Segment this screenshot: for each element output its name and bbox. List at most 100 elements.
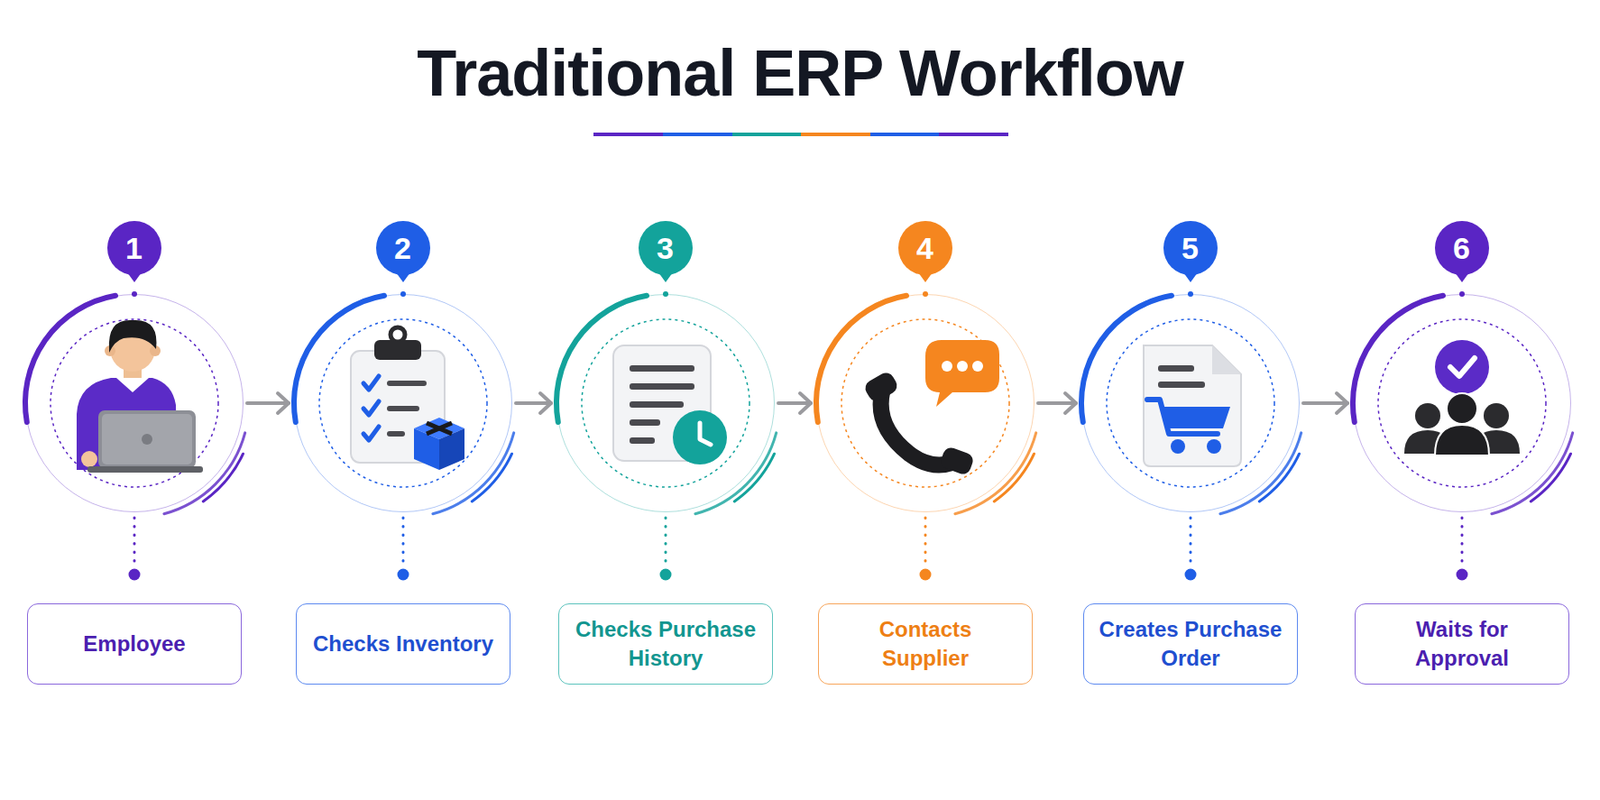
connector (1303, 393, 1348, 414)
person-body (1434, 424, 1490, 456)
collar (116, 377, 149, 393)
step-label: Checks Inventory (312, 629, 494, 659)
step-label-box: Waits for Approval (1354, 603, 1570, 685)
laptop-logo (141, 433, 153, 445)
check-mark (363, 376, 379, 390)
phone-mouthpiece (938, 445, 975, 477)
arrow-head (277, 393, 289, 414)
arrow-head (1336, 393, 1348, 414)
person-head (1415, 403, 1441, 429)
connector (1038, 393, 1076, 414)
check-mark (363, 401, 379, 415)
inventory-icon (350, 327, 465, 470)
text-line (629, 383, 695, 390)
step-label: Employee (82, 629, 185, 659)
chat-dot (972, 360, 984, 372)
check-mark (363, 426, 379, 441)
connector (778, 393, 811, 414)
cart-wheel (1170, 439, 1186, 454)
step-label: Waits for Approval (1384, 615, 1540, 673)
connector (397, 517, 410, 581)
list-line (386, 431, 405, 437)
chat-dot (956, 360, 968, 372)
approval-badge (1434, 340, 1490, 395)
person-head (1446, 393, 1478, 424)
step-label-box: Creates Purchase Order (1083, 603, 1298, 685)
flow-arrow-line (1038, 401, 1076, 405)
step-ring (25, 272, 246, 515)
dotted-leader (1461, 517, 1464, 562)
approval-check (1450, 358, 1475, 377)
underline-segment (732, 132, 801, 137)
laptop-lid (98, 410, 196, 469)
step-label-box: Contacts Supplier (818, 603, 1033, 685)
title-underline (593, 132, 1009, 137)
document (1143, 345, 1242, 467)
underline-segment (662, 132, 733, 137)
clock-face (672, 410, 727, 465)
step-number: 4 (898, 220, 953, 276)
hand (81, 450, 98, 468)
clock-hands (699, 422, 711, 445)
step-label-box: Employee (27, 603, 242, 685)
step-circle: 6 (1352, 294, 1572, 513)
laptop-lid-face (101, 413, 193, 465)
text-line (629, 401, 684, 408)
step-label-box: Checks Inventory (295, 603, 511, 685)
history-icon (613, 345, 727, 465)
dotted-leader (664, 517, 668, 562)
connector (660, 517, 672, 581)
underline-segment (800, 132, 871, 137)
step-number: 1 (107, 220, 162, 276)
connector (247, 393, 289, 414)
dotted-leader (924, 517, 928, 562)
step-ring (556, 272, 777, 515)
diagram-title: Traditional ERP Workflow (0, 34, 1600, 112)
flow-arrow-line (247, 401, 289, 405)
phone-handset (881, 392, 953, 465)
box-tape (426, 422, 452, 434)
purchase-order-icon (1143, 345, 1242, 467)
cart-basket (1161, 406, 1231, 429)
leader-dot (1456, 569, 1469, 581)
flow-arrow-line (1303, 401, 1348, 405)
person-head (1483, 403, 1509, 429)
leader-dot (128, 569, 141, 581)
step-label: Checks Purchase History (570, 615, 762, 673)
step-label: Creates Purchase Order (1093, 615, 1288, 673)
leader-dot (919, 569, 932, 581)
step-circle: 4 (816, 294, 1035, 513)
box-side (413, 428, 440, 470)
underline-segment (870, 132, 939, 137)
phone-earpiece (862, 369, 900, 405)
connector (515, 393, 552, 414)
leader-dot (397, 569, 410, 581)
page-fold (1212, 345, 1242, 375)
step-circle: 3 (556, 294, 775, 513)
chat-bubble (925, 340, 1000, 407)
underline-segment (593, 132, 663, 137)
step-circle: 1 (25, 294, 244, 513)
underline-segment (938, 132, 1009, 137)
dotted-leader (133, 517, 137, 562)
step-ring (816, 272, 1037, 515)
step-ring (294, 272, 515, 515)
chat-dot (941, 360, 953, 372)
arrow-head (540, 393, 552, 414)
connector (1456, 517, 1469, 581)
hair (109, 320, 157, 353)
step-circle: 2 (294, 294, 513, 513)
leader-dot (1185, 569, 1197, 581)
contact-icon (862, 340, 1000, 477)
clip (374, 340, 422, 360)
list-line (386, 380, 427, 387)
text-line (629, 365, 695, 372)
step-number: 6 (1434, 220, 1490, 276)
flow-arrow-line (778, 401, 811, 405)
arrow-head (800, 393, 811, 414)
step-ring (1352, 272, 1573, 515)
cart-wheel (1206, 439, 1222, 454)
dotted-leader (402, 517, 405, 562)
